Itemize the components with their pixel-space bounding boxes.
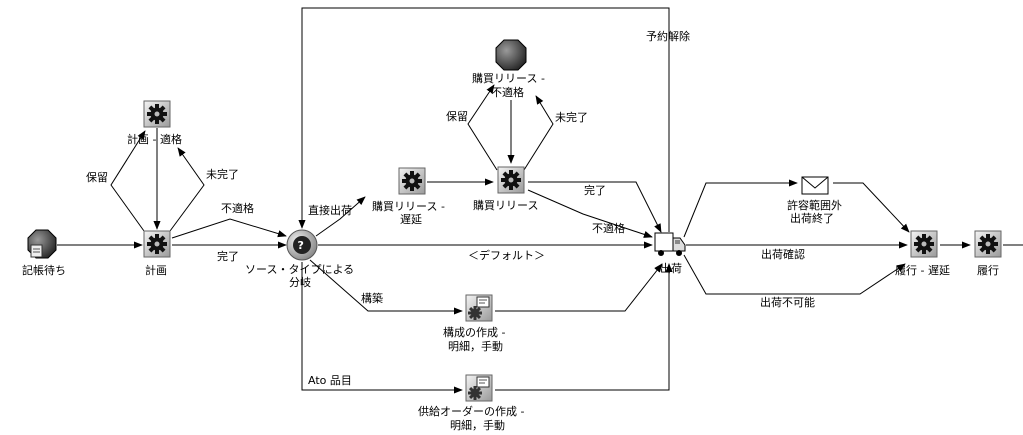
node-notice[interactable]: 許容範囲外 出荷終了 bbox=[787, 176, 842, 225]
edge-label-complete-1: 完了 bbox=[217, 249, 239, 263]
edge-build: 構築 bbox=[309, 259, 463, 315]
edge-default: ＜デフォルト＞ bbox=[318, 241, 653, 262]
edge-ineligible-1: 不適格 bbox=[171, 201, 287, 239]
node-label-prd-1: 購買リリース - bbox=[372, 199, 445, 213]
node-label-config-1: 構成の作成 - bbox=[443, 326, 505, 339]
node-label-schedule-eligible: 計画 - 適格 bbox=[127, 132, 182, 146]
edge-hold-2: 保留 bbox=[446, 84, 498, 171]
node-label-notice-2: 出荷終了 bbox=[790, 211, 834, 225]
edge-label-drop-ship: 直接出荷 bbox=[308, 203, 352, 217]
node-label-schedule: 計画 bbox=[145, 263, 167, 277]
edge-ato-item: Ato 品目 bbox=[301, 262, 463, 394]
edge-drop-ship: 直接出荷 bbox=[308, 196, 366, 237]
edge-complete-2: 完了 bbox=[528, 181, 662, 233]
edge-complete-1: 完了 bbox=[172, 241, 287, 263]
gear-icon bbox=[143, 100, 171, 128]
node-fulfill-deferred[interactable]: 履行 - 遅延 bbox=[895, 230, 950, 277]
edge-supply-ship bbox=[495, 263, 673, 391]
node-purchase-release-ineligible[interactable]: 購買リリース - 不適格 bbox=[472, 39, 545, 99]
node-label-config-2: 明細，手動 bbox=[448, 339, 503, 353]
edge-label-non-shippable: 出荷不可能 bbox=[760, 295, 815, 309]
edge-label-incomplete-1: 未完了 bbox=[206, 167, 239, 181]
node-ship[interactable]: 出荷 bbox=[654, 232, 686, 275]
edge-label-build: 構築 bbox=[361, 291, 383, 305]
start-stop-icon bbox=[27, 229, 57, 259]
node-label-supply-2: 明細，手動 bbox=[450, 418, 505, 432]
node-label-purchase-release: 購買リリース bbox=[473, 198, 538, 212]
edge-label-ineligible-2: 不適格 bbox=[592, 221, 625, 235]
edge-label-hold-2: 保留 bbox=[446, 109, 468, 123]
node-label-branch-2: 分岐 bbox=[289, 276, 311, 289]
edge-incomplete-1: 未完了 bbox=[169, 147, 239, 232]
node-branch[interactable]: ? ソース・タイプによる 分岐 bbox=[245, 229, 354, 289]
edge-config-ship bbox=[495, 263, 663, 312]
node-label-pri-2: 不適格 bbox=[491, 85, 524, 99]
function-icon bbox=[465, 374, 493, 402]
node-label-fulfill-deferred: 履行 - 遅延 bbox=[895, 264, 950, 277]
gear-icon bbox=[974, 230, 1002, 258]
function-icon bbox=[465, 294, 493, 322]
node-label-supply-1: 供給オーダーの作成 - bbox=[418, 404, 524, 418]
edge-unreserve: 予約解除 bbox=[298, 7, 690, 232]
gear-icon bbox=[398, 167, 426, 195]
edge-hold-1: 保留 bbox=[86, 130, 146, 232]
node-schedule-eligible[interactable]: 計画 - 適格 bbox=[127, 100, 182, 146]
node-label-ship: 出荷 bbox=[660, 261, 682, 275]
node-label-prd-2: 遅延 bbox=[400, 213, 422, 226]
node-label-notice-1: 許容範囲外 bbox=[787, 198, 842, 212]
edge-label-complete-2: 完了 bbox=[584, 183, 606, 197]
node-label-fulfill: 履行 bbox=[977, 264, 999, 277]
node-label-pri-1: 購買リリース - bbox=[472, 71, 545, 85]
edge-non-shippable: 出荷不可能 bbox=[683, 254, 906, 309]
node-label-entered: 記帳待ち bbox=[22, 263, 66, 277]
truck-icon bbox=[654, 232, 686, 256]
edge-label-unreserve: 予約解除 bbox=[646, 29, 690, 43]
edge-label-incomplete-2: 未完了 bbox=[555, 110, 588, 124]
gear-icon bbox=[497, 166, 525, 194]
edge-incomplete-2: 未完了 bbox=[523, 95, 588, 171]
stop-icon bbox=[495, 39, 527, 71]
edge-label-ship-confirm: 出荷確認 bbox=[761, 247, 805, 261]
gear-icon bbox=[143, 230, 171, 258]
edge-label-hold-1: 保留 bbox=[86, 170, 108, 184]
edge-label-default: ＜デフォルト＞ bbox=[468, 248, 545, 262]
node-create-supply[interactable]: 供給オーダーの作成 - 明細，手動 bbox=[418, 374, 524, 432]
node-label-branch-1: ソース・タイプによる bbox=[245, 263, 354, 276]
question-icon: ? bbox=[286, 229, 318, 261]
node-entered[interactable]: 記帳待ち bbox=[22, 229, 66, 277]
edge-ineligible-2: 不適格 bbox=[527, 189, 653, 238]
edge-label-ineligible-1: 不適格 bbox=[221, 201, 254, 215]
edge-ship-confirm: 出荷確認 bbox=[686, 241, 908, 261]
node-schedule[interactable]: 計画 bbox=[143, 230, 171, 277]
svg-text:?: ? bbox=[298, 239, 304, 252]
edge-notice-fulfill bbox=[833, 182, 910, 233]
node-purchase-release[interactable]: 購買リリース bbox=[473, 166, 538, 212]
edge-label-ato-item: Ato 品目 bbox=[308, 374, 352, 387]
node-fulfill[interactable]: 履行 bbox=[974, 230, 1002, 277]
envelope-icon bbox=[801, 176, 829, 195]
gear-icon bbox=[910, 230, 938, 258]
node-purchase-release-deferred[interactable]: 購買リリース - 遅延 bbox=[372, 167, 445, 226]
edge-ship-notice bbox=[683, 179, 798, 238]
node-create-config[interactable]: 構成の作成 - 明細，手動 bbox=[443, 294, 505, 353]
